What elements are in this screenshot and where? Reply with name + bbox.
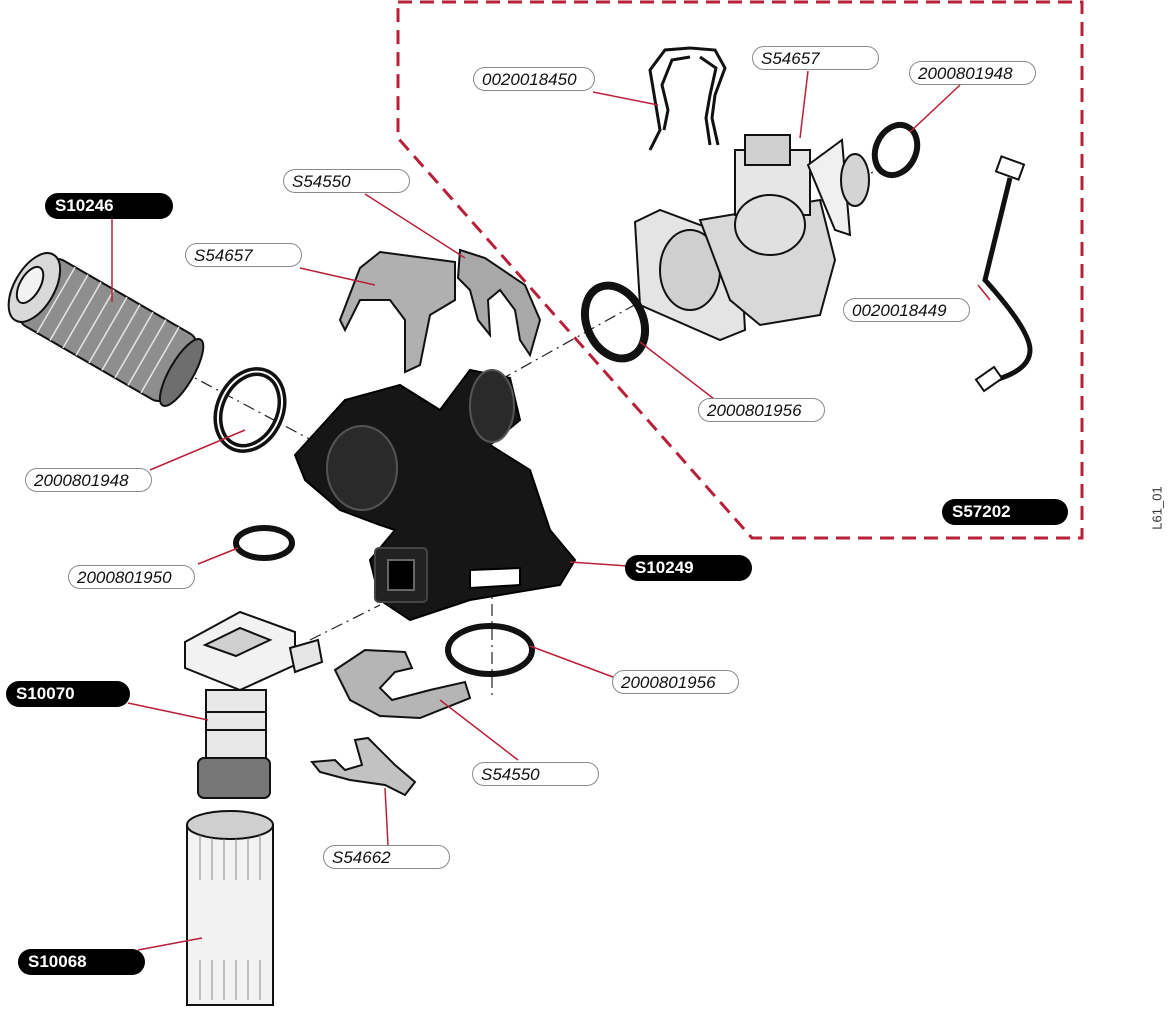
extension-tube [186, 810, 274, 1006]
label-spring-clip: 0020018450 [473, 67, 595, 91]
label-solenoid-clip: S54657 [752, 46, 879, 70]
spring-clip [648, 46, 727, 151]
label-oring-small: 2000801950 [68, 565, 195, 589]
label-adapter-fitting: S10070 [6, 681, 130, 707]
label-oring-solenoid-out: 2000801948 [909, 61, 1036, 85]
label-clip-bottom: S54662 [323, 845, 450, 869]
clip-upper-left [338, 250, 456, 374]
clip-lower [333, 648, 472, 720]
label-clip-lower: S54550 [472, 762, 599, 786]
solenoid-valve [633, 134, 870, 342]
wire-harness [974, 155, 1033, 393]
oring-solenoid-out [871, 121, 921, 179]
label-valve-body: S10249 [625, 555, 752, 581]
label-oring-filter: 2000801948 [25, 468, 152, 492]
label-clip-upper-left: S54657 [185, 243, 302, 267]
oring-filter-inner [216, 370, 284, 450]
label-kit: S57202 [942, 499, 1068, 525]
label-extension-tube: S10068 [18, 949, 145, 975]
valve-body [293, 368, 577, 622]
clip-bottom [310, 736, 417, 797]
label-oring-solenoid-in: 2000801956 [698, 398, 825, 422]
label-clip-upper-right: S54550 [283, 169, 410, 193]
oring-lower [445, 623, 535, 677]
filter-cartridge [7, 252, 205, 407]
oring-small [233, 525, 295, 561]
clip-upper-right [456, 248, 542, 358]
label-wire-harness: 0020018449 [843, 298, 970, 322]
label-filter-cartridge: S10246 [45, 193, 173, 219]
label-oring-lower: 2000801956 [612, 670, 739, 694]
adapter-fitting [184, 610, 324, 799]
leader-lines [111, 70, 991, 951]
diagram-id: L61_01 [1149, 486, 1165, 530]
oring-solenoid-in [580, 281, 650, 363]
